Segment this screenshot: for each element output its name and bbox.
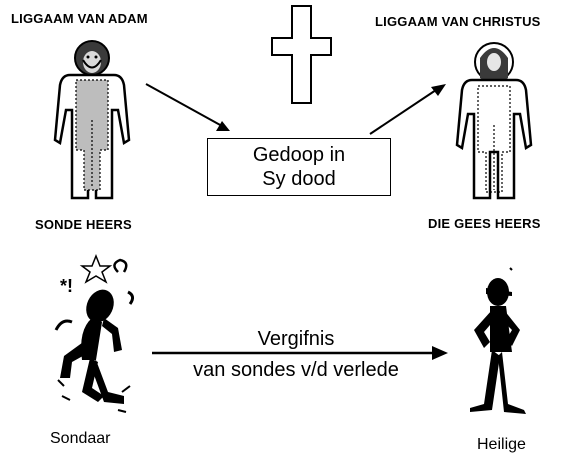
arrow-sinner-to-saint xyxy=(152,346,448,360)
spirit-rules-label: DIE GEES HEERS xyxy=(428,216,541,231)
curse-symbols: *! xyxy=(60,276,73,296)
box-line-1: Gedoop in xyxy=(252,144,346,166)
arrow-adam-to-box xyxy=(145,83,230,131)
arrow-box-to-christ xyxy=(369,84,446,135)
saint-figure xyxy=(470,267,526,414)
adam-body-title: LIGGAAM VAN ADAM xyxy=(11,11,148,26)
box-line-2: Sy dood xyxy=(262,168,336,190)
sinner-figure xyxy=(54,253,135,413)
christ-body-title: LIGGAAM VAN CHRISTUS xyxy=(375,14,541,29)
saint-label: Heilige xyxy=(477,436,526,453)
baptized-in-death-box: Gedoop in Sy dood xyxy=(207,138,391,196)
christ-body-figure xyxy=(455,42,533,200)
forgiveness-line-1: Vergifnis xyxy=(257,328,335,350)
sin-rules-label: SONDE HEERS xyxy=(35,217,132,232)
sinner-label: Sondaar xyxy=(50,430,111,447)
forgiveness-line-2: van sondes v/d verlede xyxy=(193,359,399,381)
cross-icon xyxy=(271,5,332,104)
adam-body-figure xyxy=(53,40,131,200)
